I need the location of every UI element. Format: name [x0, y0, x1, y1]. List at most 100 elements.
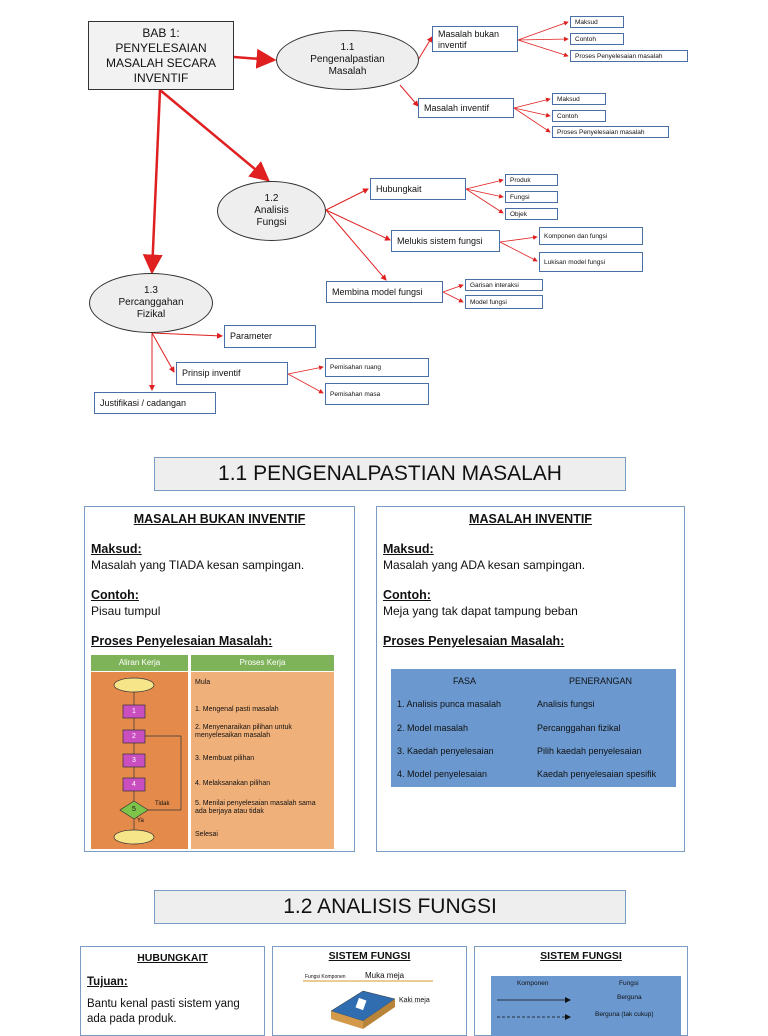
- leaf-label: Maksud: [575, 19, 598, 26]
- label-fungsi-komponen: Fungsi Komponen: [305, 974, 346, 980]
- legend-berguna: Berguna: [617, 994, 642, 1001]
- node-1-3-num: 1.3: [144, 285, 158, 296]
- table-cell: 1. Analisis punca masalah: [397, 699, 502, 709]
- leaf-komponen-dan-fungsi: Komponen dan fungsi: [539, 227, 643, 245]
- flow-step-5: 5. Menilai penyelesaian masalah sama ada…: [195, 800, 316, 815]
- mindmap-connectors: [142, 21, 569, 394]
- branch-label: Hubungkait: [376, 184, 422, 194]
- panel-title: HUBUNGKAIT: [137, 952, 208, 964]
- leaf-label: Proses Penyelesaian masalah: [575, 53, 663, 60]
- branch-label: Parameter: [230, 331, 273, 341]
- legend-box: Komponen Fungsi Berguna Berguna (tak cuk…: [491, 976, 681, 1036]
- proses-label: Proses Penyelesaian Masalah:: [383, 634, 565, 648]
- maksud-text: Masalah yang ADA kesan sampingan.: [383, 558, 586, 572]
- leaf-fungsi: Fungsi: [505, 191, 558, 203]
- node-1-3-label: Percanggahan Fizikal: [118, 297, 184, 320]
- proses-label: Proses Penyelesaian Masalah:: [91, 634, 273, 648]
- node-1-1-num: 1.1: [340, 42, 355, 53]
- flow-num-1: 1: [132, 708, 136, 715]
- label-muka-meja: Muka meja: [365, 971, 405, 980]
- banner-title: 1.1 PENGENALPASTIAN MASALAH: [218, 462, 562, 485]
- mindmap-root: BAB 1: PENYELESAIAN MASALAH SECARA INVEN…: [88, 21, 234, 90]
- branch-label: Membina model fungsi: [332, 287, 423, 297]
- leaf-label: Model fungsi: [470, 299, 507, 306]
- panel-sistem-fungsi-1: SISTEM FUNGSI Fungsi Komponen Muka meja …: [272, 946, 467, 1036]
- flow-num-2: 2: [132, 733, 136, 740]
- maksud-text: Masalah yang TIADA kesan sampingan.: [91, 558, 305, 572]
- leaf-pemisahan-ruang: Pemisahan ruang: [325, 358, 429, 377]
- branch-melukis-sistem-fungsi: Melukis sistem fungsi: [391, 230, 500, 252]
- tujuan-text-2: ada pada produk.: [87, 1013, 177, 1025]
- leaf-proses: Proses Penyelesaian masalah: [570, 50, 688, 62]
- table-cell: 2. Model masalah: [397, 723, 469, 733]
- leaf-label: Contoh: [557, 113, 578, 120]
- panel-title: MASALAH INVENTIF: [469, 512, 592, 526]
- branch-label: Masalah bukan inventif: [438, 29, 500, 50]
- branch-masalah-bukan-inventif: Masalah bukan inventif: [432, 26, 518, 52]
- flow-step-1: 1. Mengenal pasti masalah: [195, 706, 279, 713]
- table-drawing: [303, 980, 433, 1029]
- legend-header-komponen: Komponen: [517, 980, 549, 987]
- flow-ya: Ya: [137, 818, 144, 824]
- root-label: BAB 1: PENYELESAIAN MASALAH SECARA INVEN…: [105, 25, 217, 85]
- leaf-produk: Produk: [505, 174, 558, 186]
- leaf-pemisahan-masa: Pemisahan masa: [325, 383, 429, 405]
- flow-num-5: 5: [132, 806, 136, 813]
- table-cell: Percanggahan fizikal: [537, 723, 621, 733]
- flow-step-2: 2. Menyenaraikan pilihan untuk menyelesa…: [195, 724, 292, 739]
- panel-title: MASALAH BUKAN INVENTIF: [133, 512, 306, 526]
- leaf-label: Fungsi: [510, 194, 530, 201]
- leaf-contoh: Contoh: [552, 110, 606, 122]
- flow-num-3: 3: [132, 757, 136, 764]
- leaf-label: Proses Penyelesaian masalah: [557, 129, 645, 136]
- label-kaki-meja: Kaki meja: [399, 997, 430, 1004]
- flow-tidak: Tidak: [155, 801, 170, 807]
- section-banner-1-2: 1.2 ANALISIS FUNGSI: [154, 890, 626, 924]
- flow-step-selesai: Selesai: [195, 831, 218, 838]
- leaf-maksud: Maksud: [570, 16, 624, 28]
- legend-berguna-tak-cukup: Berguna (tak cukup): [595, 1011, 654, 1018]
- contoh-label: Contoh:: [91, 588, 139, 602]
- node-1-1: 1.1 Pengenalpastian Masalah: [276, 30, 419, 90]
- legend-arrows: [497, 997, 571, 1020]
- tujuan-text-1: Bantu kenal pasti sistem yang: [87, 998, 240, 1010]
- node-1-1-label: Pengenalpastian Masalah: [310, 54, 385, 77]
- panel-title: SISTEM FUNGSI: [328, 950, 411, 962]
- flow-step-4: 4. Melaksanakan pilihan: [195, 780, 271, 787]
- section-banner-1-1: 1.1 PENGENALPASTIAN MASALAH: [154, 457, 626, 491]
- table-header-penerangan: PENERANGAN: [569, 676, 633, 686]
- leaf-label: Lukisan model fungsi: [544, 259, 606, 266]
- leaf-objek: Objek: [505, 208, 558, 220]
- branch-label: Melukis sistem fungsi: [397, 236, 483, 246]
- branch-hubungkait: Hubungkait: [370, 178, 466, 200]
- flow-header-text: Proses Kerja: [239, 658, 286, 667]
- leaf-label: Produk: [510, 177, 531, 184]
- maksud-label: Maksud:: [91, 542, 142, 556]
- branch-parameter: Parameter: [224, 325, 316, 348]
- leaf-label: Pemisahan masa: [330, 391, 381, 398]
- flow-shapes: [113, 677, 182, 845]
- leaf-label: Objek: [510, 211, 527, 218]
- table-cell: Kaedah penyelesaian spesifik: [537, 769, 657, 779]
- table-cell: Pilih kaedah penyelesaian: [537, 746, 642, 756]
- fasa-table: FASA PENERANGAN 1. Analisis punca masala…: [391, 669, 676, 787]
- banner-title: 1.2 ANALISIS FUNGSI: [283, 895, 497, 918]
- branch-label: Prinsip inventif: [182, 368, 241, 378]
- node-1-2: 1.2 Analisis Fungsi: [217, 181, 326, 241]
- panel-masalah-inventif: MASALAH INVENTIF Maksud: Masalah yang AD…: [376, 506, 685, 852]
- panel-masalah-bukan-inventif: MASALAH BUKAN INVENTIF Maksud: Masalah y…: [84, 506, 355, 852]
- table-header-fasa: FASA: [453, 676, 477, 686]
- table-cell: 3. Kaedah penyelesaian: [397, 746, 494, 756]
- branch-label: Justifikasi / cadangan: [100, 398, 187, 408]
- node-1-2-num: 1.2: [264, 193, 279, 204]
- branch-masalah-inventif: Masalah inventif: [418, 98, 514, 118]
- flowchart: Aliran Kerja Proses Kerja: [91, 655, 334, 849]
- branch-label: Masalah inventif: [424, 103, 490, 113]
- flow-right-column: [191, 672, 334, 849]
- flow-header-text: Aliran Kerja: [118, 658, 161, 667]
- contoh-text: Meja yang tak dapat tampung beban: [383, 604, 578, 618]
- node-1-2-label: Analisis Fungsi: [254, 205, 289, 228]
- flow-header-left: Aliran Kerja: [91, 655, 188, 671]
- leaf-proses: Proses Penyelesaian masalah: [552, 126, 669, 138]
- leaf-label: Garisan interaksi: [470, 282, 519, 289]
